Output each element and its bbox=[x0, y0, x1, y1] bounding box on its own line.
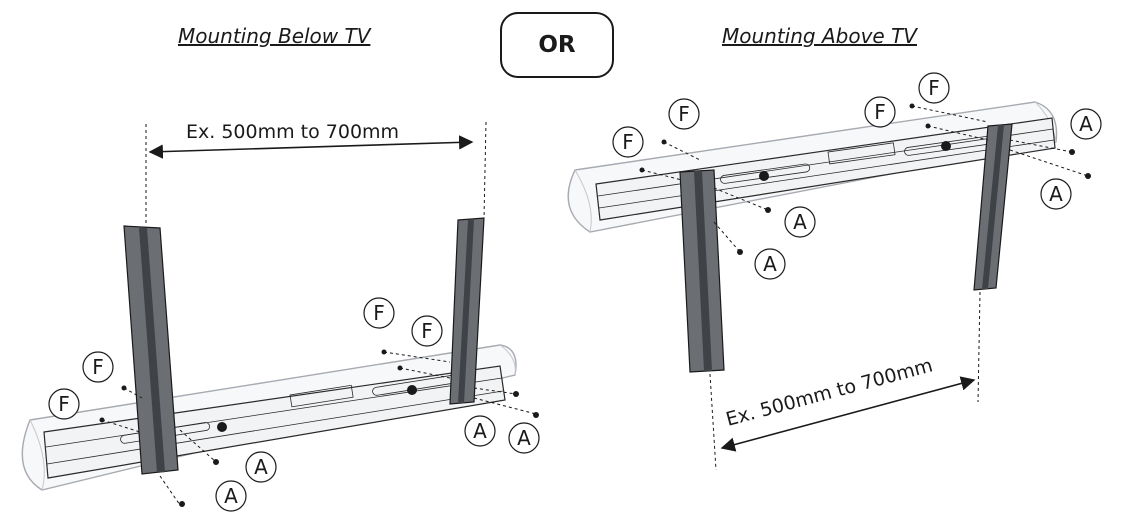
svg-text:F: F bbox=[678, 102, 690, 126]
svg-text:A: A bbox=[1079, 112, 1093, 136]
right-dimension-arrow bbox=[720, 376, 976, 452]
heading-mounting-below: Mounting Below TV bbox=[178, 24, 371, 48]
svg-text:A: A bbox=[224, 484, 238, 508]
left-dimension-arrow bbox=[148, 135, 474, 159]
left-assembly: Ex. 500mm to 700mm F F F F A A A A bbox=[21, 121, 540, 512]
right-callouts: F F F F A A A A bbox=[612, 72, 1102, 280]
svg-text:A: A bbox=[763, 252, 777, 276]
svg-text:A: A bbox=[254, 455, 268, 479]
left-callouts: F F F F A A A A bbox=[48, 297, 540, 512]
or-badge: OR bbox=[500, 12, 614, 78]
svg-text:F: F bbox=[421, 319, 433, 343]
right-assembly: Ex. 500mm to 700mm F F F F A A A A bbox=[567, 72, 1102, 471]
svg-text:F: F bbox=[373, 301, 385, 325]
svg-text:F: F bbox=[874, 100, 886, 124]
svg-text:F: F bbox=[92, 355, 104, 379]
svg-text:A: A bbox=[517, 426, 531, 450]
left-dimension-label: Ex. 500mm to 700mm bbox=[186, 121, 399, 143]
svg-text:F: F bbox=[622, 130, 634, 154]
svg-text:F: F bbox=[928, 76, 940, 100]
svg-text:A: A bbox=[793, 210, 807, 234]
svg-text:A: A bbox=[1049, 182, 1063, 206]
heading-mounting-above: Mounting Above TV bbox=[722, 24, 917, 48]
svg-text:F: F bbox=[58, 392, 70, 416]
svg-text:A: A bbox=[473, 419, 487, 443]
or-label: OR bbox=[538, 32, 576, 58]
